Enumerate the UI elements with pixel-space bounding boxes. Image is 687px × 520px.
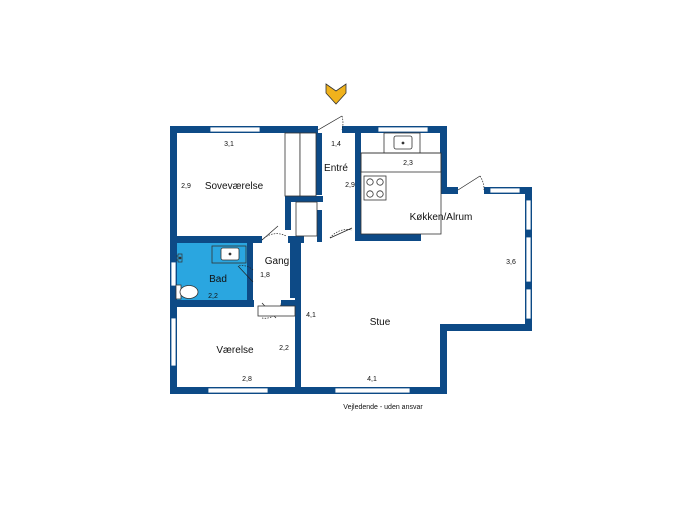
radiator-icon xyxy=(176,253,183,263)
interior-walls xyxy=(174,133,421,390)
stove-icon xyxy=(363,175,387,201)
dim-entre-width: 1,4 xyxy=(331,141,341,148)
dimension-labels: 3,1 2,9 1,4 2,9 2,3 3,6 1,8 2,2 4,1 2,2 … xyxy=(181,141,516,383)
windows xyxy=(170,126,532,394)
entrance-arrow-icon xyxy=(325,83,347,105)
room-label-entre: Entré xyxy=(324,163,348,174)
dim-stue-depth-left: 4,1 xyxy=(306,312,316,319)
toilet-icon xyxy=(175,284,199,300)
dim-gang-length: 1,8 xyxy=(260,272,270,279)
room-label-stue: Stue xyxy=(370,317,391,328)
dim-sove-width: 3,1 xyxy=(224,141,234,148)
room-label-gang: Gang xyxy=(265,256,289,267)
room-label-vaerelse: Værelse xyxy=(216,345,254,356)
dim-sove-depth: 2,9 xyxy=(181,183,191,190)
dim-vaerelse-depth: 2,2 xyxy=(279,345,289,352)
dim-kokken-width: 2,3 xyxy=(403,160,413,167)
wardrobes xyxy=(257,132,318,317)
basin-icon xyxy=(211,245,247,264)
room-label-sovevaerelse: Soveværelse xyxy=(205,181,264,192)
room-label-bad: Bad xyxy=(209,274,227,285)
dim-stue-depth-right: 3,6 xyxy=(506,259,516,266)
dim-vaerelse-width: 2,8 xyxy=(242,376,252,383)
disclaimer-text: Vejledende - uden ansvar xyxy=(343,404,423,411)
dim-bad-width: 2,2 xyxy=(208,293,218,300)
room-labels: Soveværelse Entré Køkken/Alrum Gang Bad … xyxy=(205,163,473,356)
sink-icon xyxy=(393,135,413,150)
dim-stue-width: 4,1 xyxy=(367,376,377,383)
room-label-kokken: Køkken/Alrum xyxy=(410,212,473,223)
dim-entre-depth: 2,9 xyxy=(345,182,355,189)
